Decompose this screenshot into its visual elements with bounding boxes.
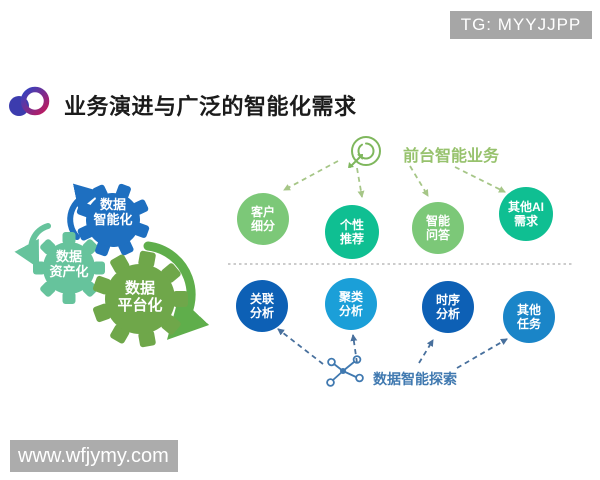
node-label-line: 其他AI — [507, 200, 544, 214]
data-exploration-label: 数据智能探索 — [373, 371, 457, 387]
node-label-line: 个性 — [339, 218, 364, 232]
node-clustering-analysis: 聚类 分析 — [325, 278, 377, 330]
target-arrow-icon — [348, 136, 381, 168]
front-office-label: 前台智能业务 — [403, 148, 500, 165]
node-customer-segmentation: 客户 细分 — [237, 193, 289, 245]
gear-label-line: 资产化 — [49, 264, 89, 279]
front-office-connectors — [283, 160, 506, 198]
node-label-line: 细分 — [250, 219, 275, 233]
watermark-url: www.wfjymy.com — [10, 440, 178, 472]
node-other-tasks: 其他 任务 — [503, 291, 555, 343]
cycle-arrow-green — [143, 241, 210, 340]
node-timeseries-analysis: 时序 分析 — [422, 281, 474, 333]
slide-logo-icon — [9, 86, 50, 116]
node-label-line: 任务 — [516, 317, 541, 331]
node-other-ai-needs: 其他AI 需求 — [499, 187, 553, 241]
gear-label-data-intelligence: 数据 智能化 — [63, 197, 163, 227]
node-association-analysis: 关联 分析 — [236, 280, 288, 332]
node-label-line: 需求 — [513, 214, 538, 228]
node-personalized-recommendation: 个性 推荐 — [325, 205, 379, 259]
cycle-arrow-teal — [14, 223, 51, 269]
data-exploration-connectors — [277, 328, 508, 369]
gear-label-line: 数据 — [99, 197, 126, 212]
node-intelligent-qa: 智能 问答 — [412, 202, 464, 254]
node-label-line: 智能 — [425, 214, 450, 228]
node-label-line: 其他 — [516, 303, 541, 317]
node-label-line: 客户 — [250, 205, 275, 219]
gear-data-platformization — [93, 250, 188, 348]
cycle-arrow-blue — [67, 183, 102, 240]
gear-label-line: 数据 — [124, 280, 155, 297]
gear-label-data-assetization: 数据 资产化 — [19, 249, 119, 279]
node-label-line: 分析 — [249, 306, 274, 320]
gear-data-intelligence — [76, 183, 150, 257]
gear-label-line: 智能化 — [93, 212, 133, 227]
page-title: 业务演进与广泛的智能化需求 — [64, 94, 357, 119]
node-label-line: 分析 — [435, 307, 460, 321]
gear-data-assetization — [33, 232, 105, 304]
node-label-line: 聚类 — [338, 290, 363, 304]
node-label-line: 问答 — [425, 228, 450, 242]
gear-label-data-platformization: 数据 平台化 — [90, 280, 190, 314]
gear-label-line: 平台化 — [117, 297, 163, 314]
node-label-line: 分析 — [338, 304, 363, 318]
tg-banner: TG: MYYJJPP — [450, 11, 592, 39]
node-label-line: 关联 — [249, 292, 274, 306]
gear-label-line: 数据 — [55, 249, 82, 264]
network-nodes-icon — [326, 355, 364, 387]
node-label-line: 时序 — [435, 293, 460, 307]
node-label-line: 推荐 — [339, 232, 364, 246]
